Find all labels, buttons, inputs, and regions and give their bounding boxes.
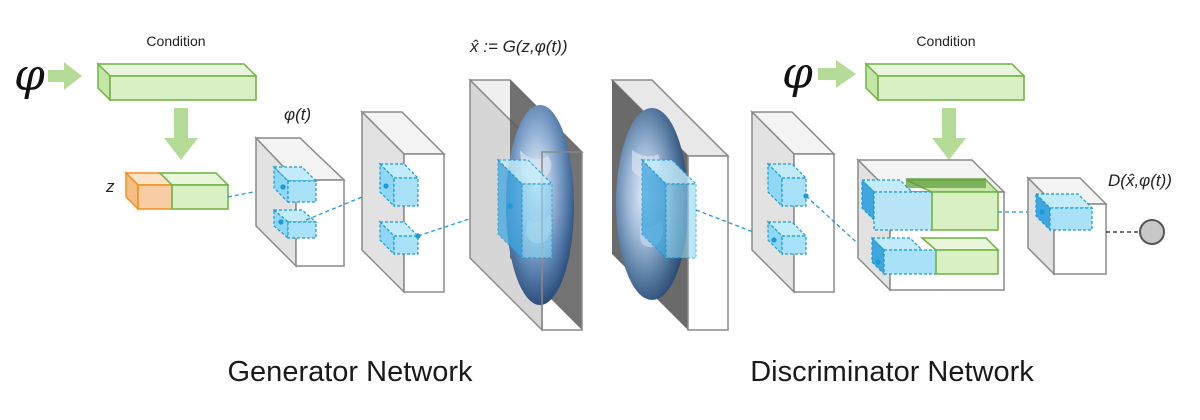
discriminator-concat-box [856,158,1006,292]
generator-section: φ Condition z [14,33,584,388]
discriminator-feature-box-1 [750,110,836,294]
embedding-label: φ(t) [284,105,311,124]
generator-feature-box-2 [360,110,446,294]
noise-label: z [105,177,115,196]
input-image-slab [610,79,730,331]
discriminator-output-box [1026,176,1108,276]
generator-condition-block [96,62,258,102]
output-circle-icon [1139,219,1165,245]
generated-output-label: x̂ := G(z,φ(t)) [469,37,568,56]
discriminator-condition-symbol: φ [782,48,813,99]
noise-condition-concat-block [124,171,230,211]
discriminator-caption: Discriminator Network [750,356,1034,388]
arrow-down-icon [932,108,966,160]
discriminator-section: φ Condition [610,33,1172,388]
discriminator-condition-block [864,62,1026,102]
arrow-down-icon [164,108,198,160]
generator-condition-symbol: φ [14,50,45,101]
generator-caption: Generator Network [228,356,473,388]
arrow-right-icon [48,62,82,90]
discriminator-output-label: D(x̂,φ(t)) [1108,171,1172,190]
generated-image-slab [468,78,584,332]
generator-condition-label: Condition [146,33,205,49]
arrow-right-icon [818,60,856,88]
generator-feature-box-1 [254,136,346,268]
discriminator-condition-label: Condition [916,33,975,49]
